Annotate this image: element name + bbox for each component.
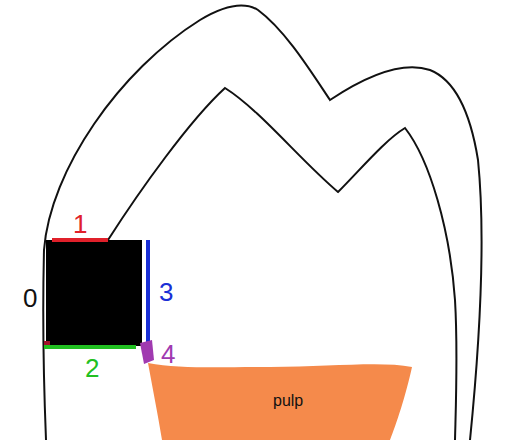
callout-number: 3	[159, 279, 173, 305]
wall-3	[146, 240, 150, 343]
wall-2	[44, 345, 136, 349]
callout-number: 1	[73, 211, 87, 237]
tooth-outline	[43, 6, 482, 440]
dentin-enamel-junction	[108, 88, 457, 440]
wall-0	[44, 341, 50, 345]
wall-4	[140, 340, 154, 364]
pulp-region: pulp	[140, 355, 430, 440]
callout-number: 0	[23, 285, 37, 311]
wall-1	[52, 238, 108, 242]
cavity-preparation	[46, 240, 142, 346]
callout-number: 2	[85, 355, 99, 381]
callout-number: 4	[161, 341, 175, 367]
pulp-fill	[148, 363, 412, 440]
pulp-label: pulp	[273, 392, 303, 410]
